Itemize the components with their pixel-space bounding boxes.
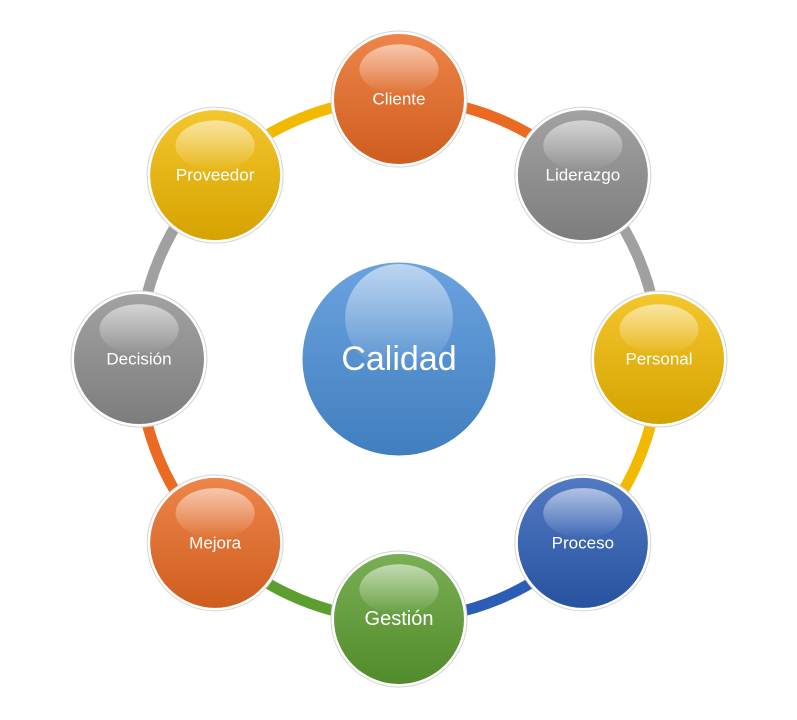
node-gloss [619, 304, 699, 355]
center-node: Calidad [299, 259, 499, 459]
node-mejora: Mejora [146, 474, 284, 612]
node-label: Mejora [189, 533, 242, 552]
node-label: Personal [625, 350, 692, 369]
node-gloss [543, 488, 623, 539]
node-gloss [543, 120, 623, 171]
node-label: Gestión [365, 608, 434, 630]
node-cliente: Cliente [330, 30, 468, 168]
node-gloss [175, 120, 255, 171]
node-label: Proceso [552, 533, 614, 552]
node-label: Decisión [106, 350, 171, 369]
node-label: Liderazgo [546, 166, 621, 185]
node-gloss [359, 564, 439, 615]
center-label: Calidad [341, 340, 456, 378]
node-liderazgo: Liderazgo [514, 106, 652, 244]
node-gloss [359, 44, 439, 95]
center-gloss [345, 263, 453, 372]
node-gloss [175, 488, 255, 539]
node-gestion: Gestión [330, 550, 468, 688]
node-label: Proveedor [176, 166, 255, 185]
node-proceso: Proceso [514, 474, 652, 612]
node-proveedor: Proveedor [146, 106, 284, 244]
node-label: Cliente [373, 90, 426, 109]
node-decision: Decisión [70, 290, 208, 428]
node-personal: Personal [590, 290, 728, 428]
node-gloss [99, 304, 179, 355]
